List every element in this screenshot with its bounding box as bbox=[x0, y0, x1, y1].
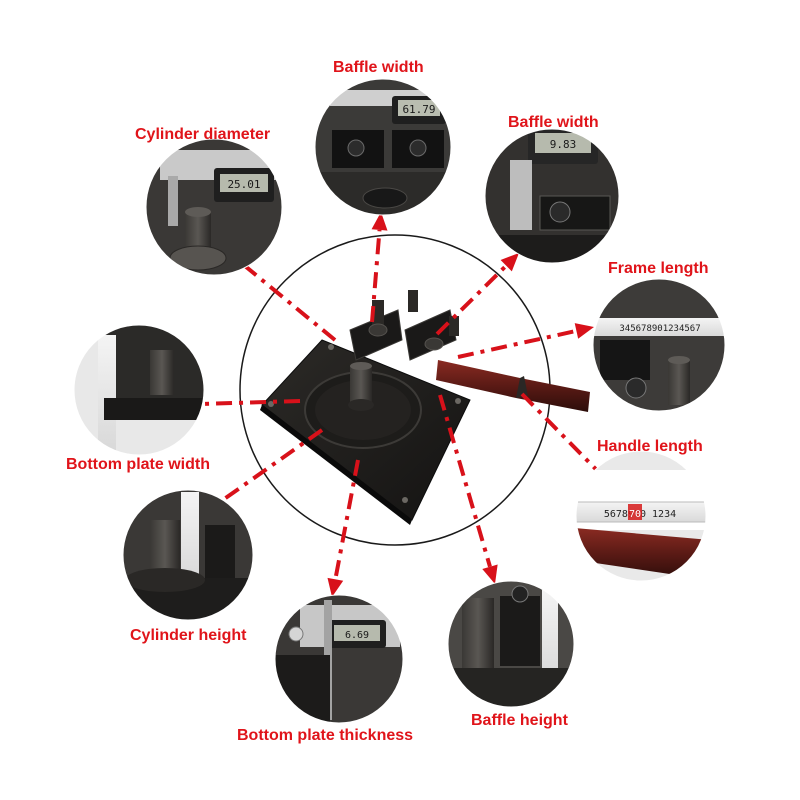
label-bottom-plate-thickness: Bottom plate thickness bbox=[237, 727, 414, 744]
svg-text:70: 70 bbox=[629, 509, 641, 520]
photo-cylinder-diameter: 25.01 bbox=[145, 138, 283, 276]
label-handle-length: Handle length bbox=[597, 438, 703, 455]
arrow-baffle-height bbox=[438, 394, 498, 584]
arrow-frame-length bbox=[457, 323, 594, 359]
label-frame-length: Frame length bbox=[608, 260, 709, 277]
photo-frame-length: 345678901234567 bbox=[592, 278, 726, 412]
arrow-baffle-width-right bbox=[435, 253, 519, 336]
photo-handle-length: 5678970 1234 70 bbox=[575, 450, 707, 582]
label-baffle-width-top: Baffle width bbox=[333, 59, 424, 76]
label-cylinder-height: Cylinder height bbox=[130, 627, 247, 644]
arrow-baffle-width-top bbox=[370, 212, 388, 323]
svg-text:61.79: 61.79 bbox=[402, 103, 435, 116]
photo-baffle-width-right: 9.83 bbox=[484, 128, 620, 264]
label-cylinder-diameter: Cylinder diameter bbox=[135, 126, 271, 143]
svg-text:25.01: 25.01 bbox=[227, 178, 260, 191]
photo-bottom-plate-thickness: 6.69 bbox=[274, 594, 404, 724]
photo-bottom-plate-width bbox=[73, 324, 205, 456]
label-baffle-width-right: Baffle width bbox=[508, 114, 599, 131]
bending-machine-image bbox=[260, 290, 590, 525]
label-baffle-height: Baffle height bbox=[471, 712, 568, 729]
svg-text:345678901234567: 345678901234567 bbox=[619, 324, 700, 334]
photo-cylinder-height bbox=[122, 489, 254, 621]
svg-text:9.83: 9.83 bbox=[550, 138, 577, 151]
label-bottom-plate-width: Bottom plate width bbox=[66, 456, 210, 473]
photo-baffle-width-top: 61.79 bbox=[314, 78, 452, 216]
photo-baffle-height bbox=[447, 580, 575, 708]
svg-text:6.69: 6.69 bbox=[345, 630, 369, 641]
arrow-bottom-plate-thickness bbox=[327, 459, 360, 597]
